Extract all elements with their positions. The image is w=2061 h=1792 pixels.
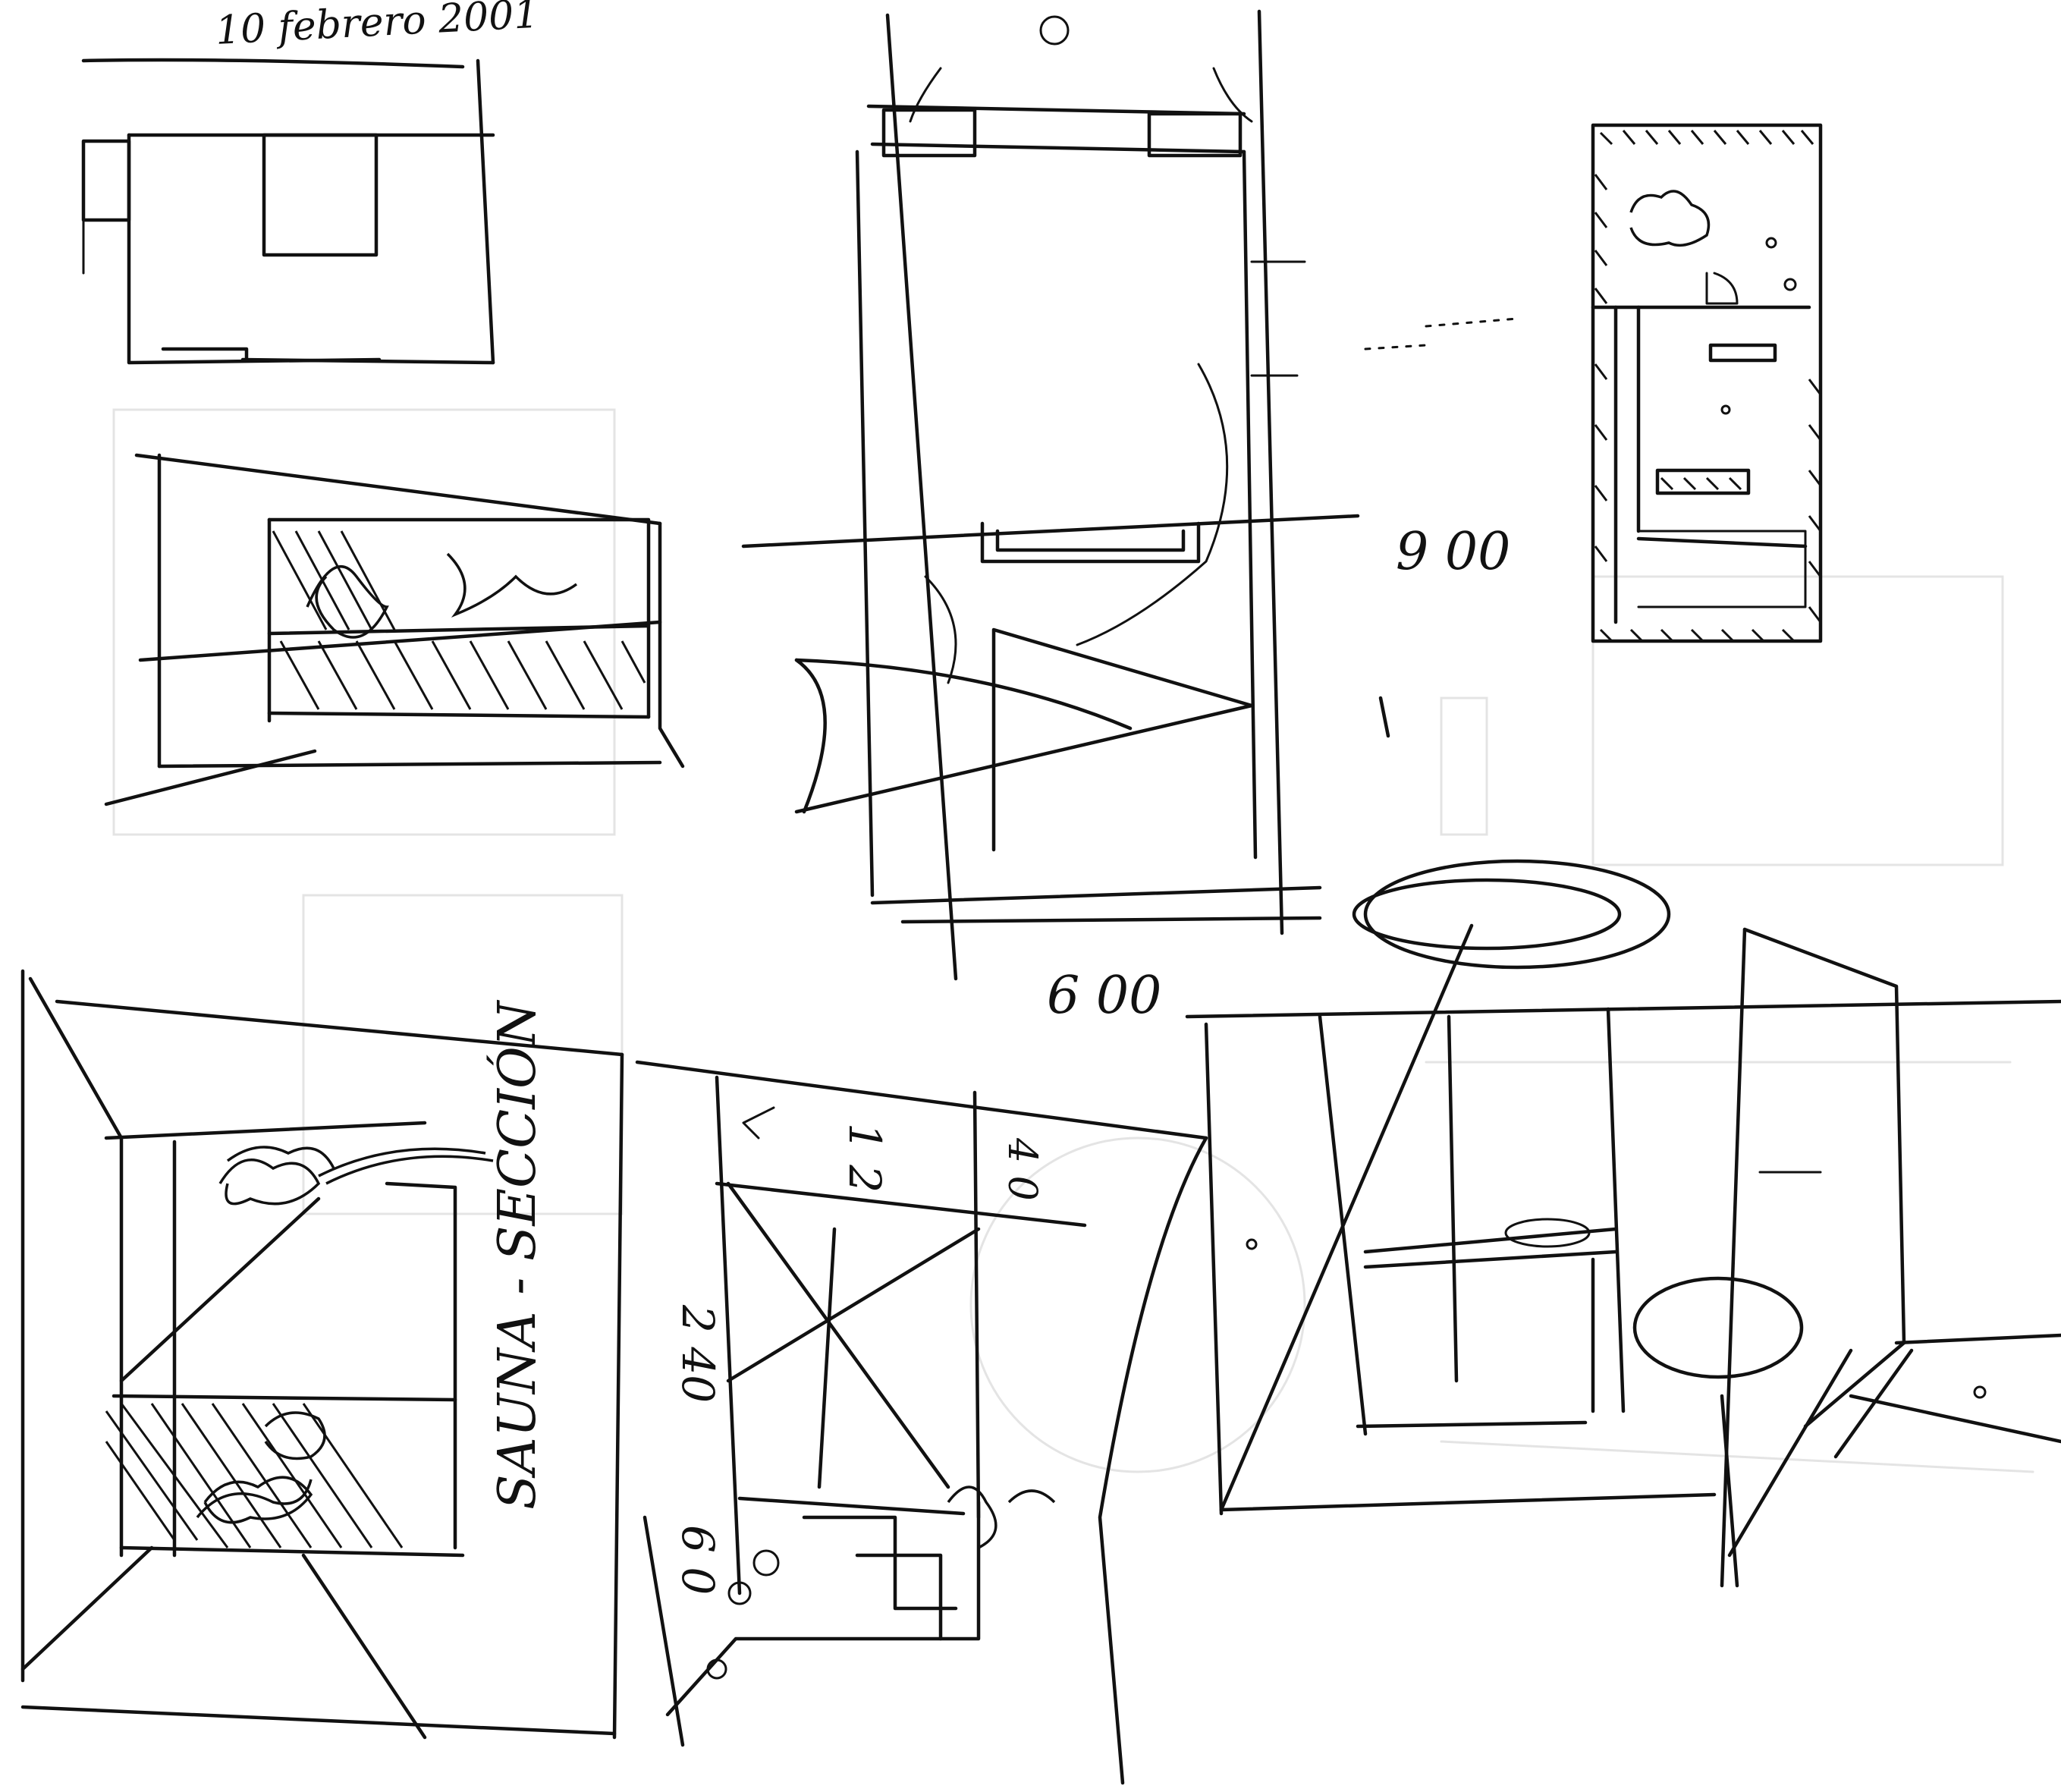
sketch-date: 10 febrero 2001 [215, 0, 540, 54]
dimension-plan-length: 6 00 [1047, 966, 1161, 1026]
dimension-section-height: 2 40 [672, 1304, 724, 1403]
dimension-plan-width: 9 00 [1396, 522, 1510, 582]
dimension-section-side: 4 0 [999, 1137, 1045, 1201]
dashed-notes [1364, 317, 1519, 351]
plan-sketch-topright [1591, 123, 1823, 643]
dimension-tick [1378, 696, 1390, 738]
plan-sketch-center [741, 9, 1360, 981]
dimension-section-low: 6 0 [672, 1525, 724, 1595]
perspective-sketch-left [104, 453, 685, 806]
section-sketch-bottomcenter [635, 1060, 1208, 1785]
section-title: SAUNA - SECCIÓN [487, 999, 548, 1510]
perspective-sketch-bottomright [1185, 859, 2061, 1588]
ghost-pencil-marks [112, 408, 2034, 1473]
plan-sketch-topleft [81, 58, 495, 365]
dimension-section-top: 1 2 [839, 1123, 891, 1193]
section-sketch-bottomleft [20, 969, 624, 1740]
